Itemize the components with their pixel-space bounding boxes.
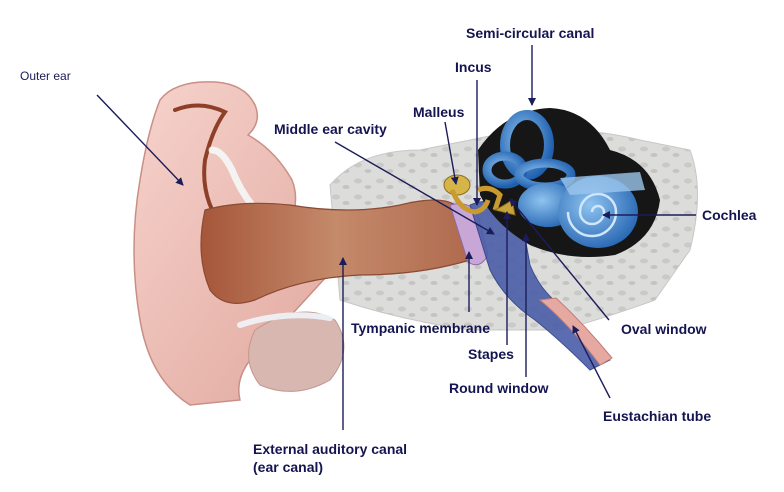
label-malleus: Malleus [413,104,465,120]
label-eustachian-tube: Eustachian tube [603,408,712,424]
ear-canal [200,199,471,304]
label-incus: Incus [455,59,492,75]
label-middle-ear-cavity: Middle ear cavity [274,121,387,137]
leader-outer-ear [96,94,184,186]
canal-wall-highlight [237,312,333,328]
label-external-auditory-canal-line2: (ear canal) [253,459,324,475]
pinna-fold [173,103,229,232]
label-outer-ear: Outer ear [20,69,71,83]
label-oval-window: Oval window [621,321,707,337]
leader-middle-ear-cavity [334,141,495,235]
leader-lines [96,45,696,430]
cochlear-nerve [560,172,645,195]
label-semicircular-canal: Semi-circular canal [466,25,595,41]
label-tympanic-membrane: Tympanic membrane [351,320,491,336]
leader-eustachian-tube [572,325,611,399]
leader-oval-window [509,198,610,321]
label-stapes: Stapes [468,346,514,362]
label-external-auditory-canal-line1: External auditory canal [253,441,408,457]
label-round-window: Round window [449,380,549,396]
leader-malleus [444,121,459,185]
label-external-auditory-canal: External auditory canal (ear canal) [253,440,453,476]
earlobe [248,311,345,392]
pinna-highlight [208,146,256,209]
label-cochlea: Cochlea [702,207,757,223]
